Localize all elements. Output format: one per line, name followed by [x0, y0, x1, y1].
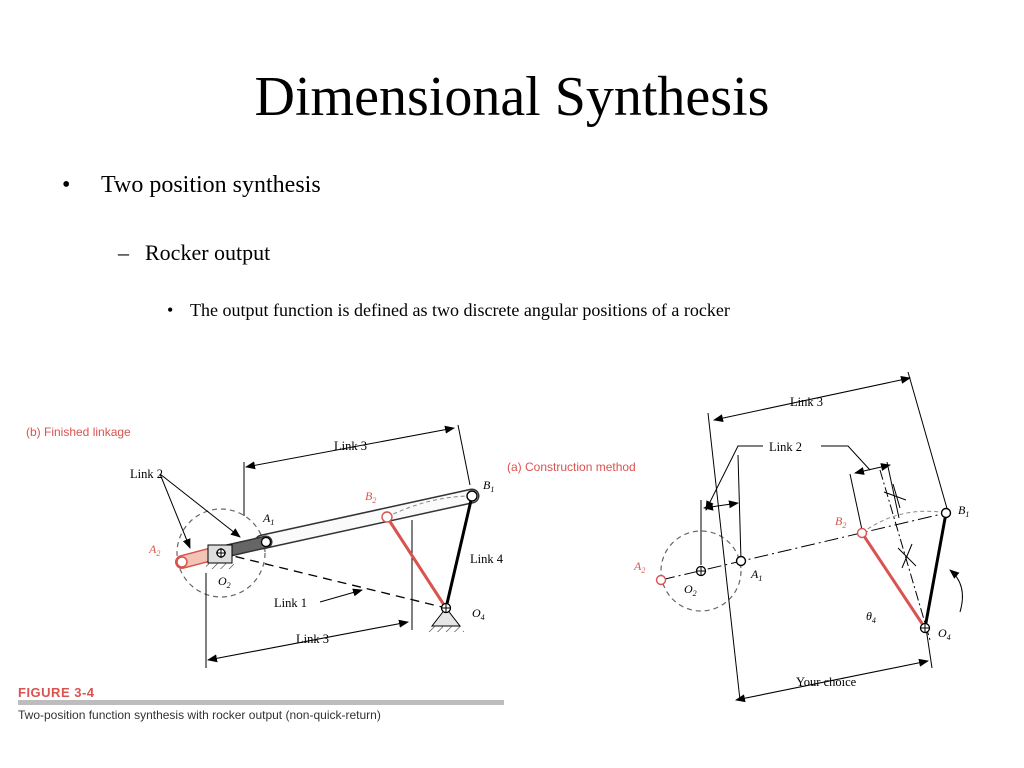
dimension-line-your-choice — [735, 658, 929, 703]
crank-circle-construction — [660, 530, 742, 612]
dimension-line-link3-bottom — [207, 619, 409, 663]
extension-line — [886, 461, 900, 519]
panel-label-construction: (a) Construction method — [507, 460, 636, 474]
arc-tick — [892, 483, 901, 509]
rocker-link-position-2 — [385, 516, 448, 609]
ground-pivot-o2 — [206, 544, 234, 569]
leader-link2 — [159, 473, 241, 538]
finished-linkage-panel: (b) Finished linkage Link 3 Link 3 — [26, 424, 504, 668]
label-b2: B2 — [835, 514, 846, 530]
arc-tick — [883, 491, 907, 501]
label-a1: A1 — [750, 567, 762, 583]
caption-text: Two-position function synthesis with roc… — [18, 708, 381, 722]
leader-link2-left — [705, 445, 763, 511]
label-b1: B1 — [958, 503, 969, 519]
bullet-marker: • — [167, 300, 174, 320]
theta-arc — [949, 569, 963, 613]
construction-method-panel: (a) Construction method Link 3 Link 2 — [507, 371, 969, 703]
joint-a1 — [735, 555, 747, 567]
extension-line — [925, 627, 933, 669]
rocker-link-position-1 — [444, 495, 474, 609]
perpendicular-bisector — [879, 469, 931, 641]
figure-caption: FIGURE 3-4 Two-position function synthes… — [18, 685, 504, 722]
leader-link2-right — [821, 445, 871, 471]
label-b2: B2 — [365, 489, 376, 505]
bullet-marker: – — [118, 240, 129, 265]
ground-link-line — [220, 552, 447, 609]
label-b1: B1 — [483, 478, 494, 494]
extension-line — [849, 473, 863, 531]
joint-b1 — [466, 490, 478, 502]
joint-a2 — [655, 574, 667, 586]
label-o4: O4 — [938, 626, 951, 642]
label-link2: Link 2 — [130, 467, 163, 481]
slide-title: Dimensional Synthesis — [254, 66, 770, 128]
label-link1: Link 1 — [274, 596, 307, 610]
label-link2: Link 2 — [769, 440, 802, 454]
label-o2: O2 — [218, 574, 231, 590]
arc-tick — [901, 543, 913, 569]
rocker-arc — [386, 495, 473, 518]
label-theta4: θ4 — [866, 609, 876, 625]
bullet-marker: • — [62, 172, 71, 198]
dimension-line-link2-right — [854, 463, 891, 475]
extension-line — [907, 371, 949, 513]
leader-link2-b — [159, 473, 191, 549]
ground-pivot-o4 — [919, 622, 931, 634]
dimension-line-link3 — [245, 425, 455, 470]
label-link3-top: Link 3 — [334, 439, 367, 453]
extension-line — [457, 424, 471, 486]
label-link3-bottom: Link 3 — [296, 632, 329, 646]
ground-pivot-o4 — [428, 602, 464, 632]
label-a2: A2 — [633, 559, 645, 575]
bullet-text: Two position synthesis — [101, 172, 321, 198]
extension-line — [737, 454, 742, 561]
rocker-position-1 — [923, 512, 948, 629]
dimension-line-link3 — [713, 375, 911, 423]
coupler-bar — [254, 488, 480, 550]
dimension-line-link2-left — [703, 500, 739, 511]
label-a1: A1 — [262, 511, 274, 527]
figure-number: FIGURE 3-4 — [18, 685, 95, 700]
joint-b2 — [856, 527, 868, 539]
crank-circle — [176, 508, 266, 598]
caption-bar — [18, 700, 504, 705]
ground-pivot-o2 — [695, 565, 707, 577]
bullet-text: The output function is defined as two di… — [190, 300, 730, 320]
joint-b1 — [940, 507, 952, 519]
label-link3: Link 3 — [790, 395, 823, 409]
label-o4: O4 — [472, 606, 485, 622]
leader-link1 — [319, 588, 363, 603]
bullet-text: Rocker output — [145, 240, 271, 265]
rocker-position-2 — [860, 532, 927, 629]
label-a2: A2 — [148, 542, 160, 558]
joint-b2 — [381, 511, 393, 523]
panel-label-finished: (b) Finished linkage — [26, 425, 131, 439]
arc-b1-b2 — [861, 510, 947, 534]
construction-line — [660, 512, 947, 581]
label-link4: Link 4 — [470, 552, 504, 566]
label-o2: O2 — [684, 582, 697, 598]
extension-line — [707, 412, 741, 701]
label-your-choice: Your choice — [796, 675, 857, 689]
